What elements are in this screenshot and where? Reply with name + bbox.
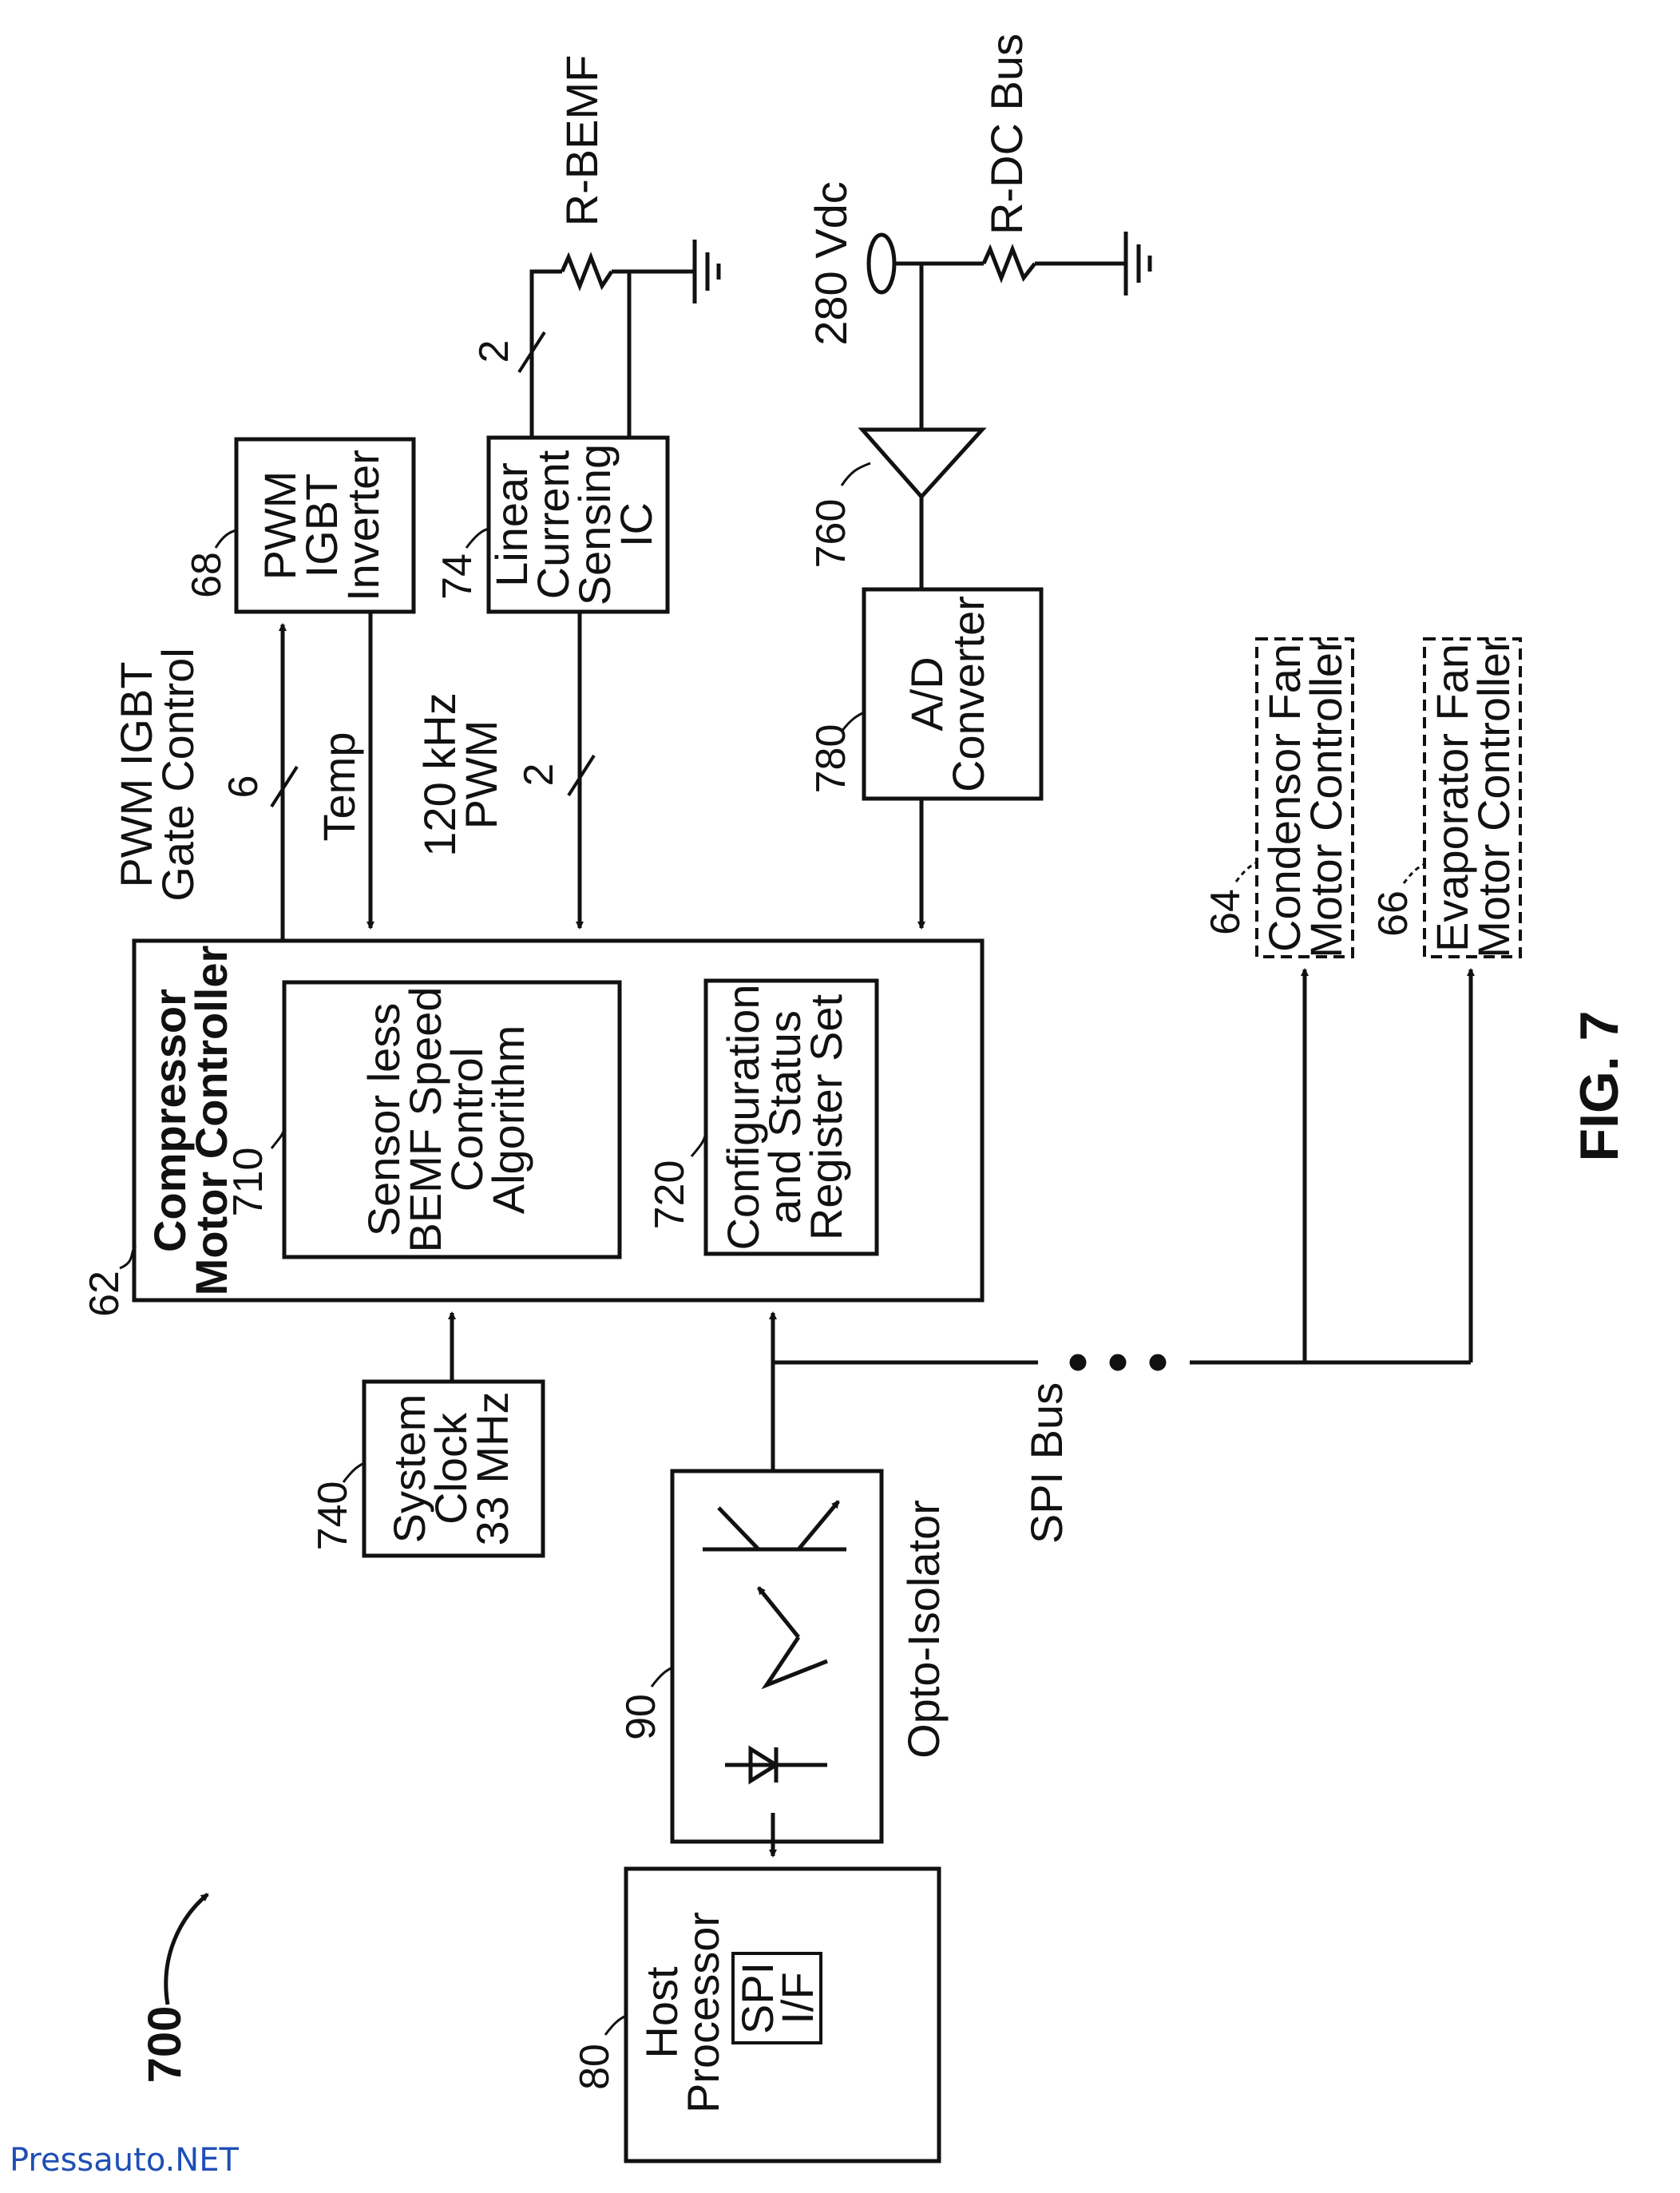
rbemf-label: R-BEMF bbox=[557, 55, 607, 227]
pwm-inverter-line1: PWM bbox=[255, 471, 305, 581]
sense-bus-slash bbox=[517, 331, 546, 374]
compressor-controller-block bbox=[132, 938, 985, 1303]
leader-740 bbox=[342, 1461, 365, 1483]
gate-count: 6 bbox=[220, 775, 267, 799]
rbemf-left-wire bbox=[529, 269, 562, 438]
condensor-line2: Motor Controller bbox=[1301, 637, 1351, 958]
current-line3: Sensing bbox=[569, 444, 620, 605]
sensorless-line4: Algorithm bbox=[483, 1025, 533, 1215]
ref-740: 740 bbox=[310, 1481, 356, 1551]
leader-68 bbox=[214, 529, 237, 549]
temp-label: Temp bbox=[314, 732, 364, 842]
current-line4: IC bbox=[611, 502, 661, 547]
vdc-label: 280 Vdc bbox=[806, 181, 856, 346]
figure-number: FIG. 7 bbox=[1569, 1011, 1630, 1162]
ref-710: 710 bbox=[225, 1148, 271, 1217]
leader-64 bbox=[1234, 861, 1258, 882]
spi-if-block bbox=[731, 1952, 822, 2044]
leader-90 bbox=[650, 1666, 673, 1687]
gate-control-line2: Gate Control bbox=[153, 648, 203, 902]
rdc-resistor bbox=[981, 244, 1036, 284]
pwm-freq-line1: 120 kHz bbox=[414, 692, 465, 856]
ad-converter-block bbox=[862, 587, 1044, 801]
clock-line1: System bbox=[384, 1394, 434, 1544]
watermark-text: Pressauto.NET bbox=[10, 2142, 239, 2179]
clock-line3: 33 MHz bbox=[467, 1392, 517, 1546]
light-zigzag bbox=[761, 1636, 828, 1690]
leader-720 bbox=[690, 1132, 707, 1157]
spi-if-line2: I/F bbox=[772, 1972, 822, 2024]
leader-62 bbox=[119, 1244, 137, 1270]
ref-700: 700 bbox=[139, 2006, 191, 2084]
sensorless-line3: Control bbox=[442, 1048, 492, 1192]
sensorless-line2: BEMF Speed bbox=[400, 986, 450, 1252]
ref-720: 720 bbox=[647, 1160, 693, 1230]
ref-66: 66 bbox=[1370, 890, 1417, 937]
ref-64: 64 bbox=[1203, 889, 1249, 935]
ad-line1: A/D bbox=[901, 656, 952, 731]
leader-710 bbox=[270, 1125, 286, 1149]
condensor-fan-block bbox=[1255, 637, 1354, 958]
ad-line2: Converter bbox=[943, 596, 993, 792]
rbemf-resistor bbox=[560, 252, 614, 291]
pwm-inverter-line2: IGBT bbox=[296, 474, 347, 578]
spi-dot-1 bbox=[1069, 1354, 1087, 1371]
config-line1: Configuration bbox=[718, 984, 768, 1250]
ref-74: 74 bbox=[434, 553, 481, 600]
leader-74 bbox=[465, 527, 489, 549]
ref-80: 80 bbox=[572, 2044, 618, 2090]
light-arrow bbox=[757, 1586, 800, 1639]
figure-700-arrow bbox=[164, 1893, 209, 2005]
gate-bus-slash bbox=[270, 765, 299, 808]
vdc-terminal bbox=[866, 232, 897, 295]
compressor-title-line1: Compressor bbox=[145, 989, 195, 1252]
condensor-line1: Condensor Fan bbox=[1259, 644, 1310, 952]
pwm-count: 2 bbox=[516, 763, 562, 787]
leader-780 bbox=[840, 711, 865, 732]
host-line1: Host bbox=[636, 1966, 687, 2059]
ref-780: 780 bbox=[808, 724, 854, 794]
spi-bus-label: SPI Bus bbox=[1021, 1382, 1072, 1544]
evaporator-line2: Motor Controller bbox=[1468, 637, 1519, 958]
evaporator-fan-block bbox=[1423, 637, 1522, 958]
transistor-emitter bbox=[797, 1500, 840, 1551]
sensorless-line1: Sensor less bbox=[359, 1003, 409, 1237]
config-line2: and Status bbox=[759, 1010, 810, 1224]
rdc-bus-label: R-DC Bus bbox=[981, 34, 1032, 235]
current-line1: Linear bbox=[486, 462, 537, 587]
config-register-block bbox=[703, 978, 879, 1256]
host-line2: Processor bbox=[678, 1912, 728, 2113]
pwm-inverter-block bbox=[234, 437, 416, 614]
ref-90: 90 bbox=[618, 1694, 664, 1740]
amplifier-triangle bbox=[858, 427, 987, 500]
current-line2: Current bbox=[528, 450, 578, 599]
sense-count: 2 bbox=[471, 340, 517, 363]
transistor-collector bbox=[717, 1506, 760, 1551]
diode-triangle bbox=[748, 1745, 780, 1785]
host-processor-block bbox=[624, 1866, 941, 2163]
sensorless-algorithm-block bbox=[282, 980, 622, 1259]
gate-control-line1: PWM IGBT bbox=[111, 661, 161, 887]
pwm-bus-slash bbox=[567, 754, 596, 797]
opto-isolator-block bbox=[670, 1469, 884, 1844]
config-line3: Register Set bbox=[801, 993, 851, 1240]
ref-760: 760 bbox=[808, 499, 854, 569]
opto-label: Opto-Isolator bbox=[898, 1500, 949, 1759]
ref-68: 68 bbox=[184, 552, 230, 598]
pwm-inverter-line3: Inverter bbox=[338, 450, 388, 601]
evaporator-line1: Evaporator Fan bbox=[1427, 644, 1477, 952]
spi-dot-3 bbox=[1149, 1354, 1167, 1371]
ref-62: 62 bbox=[81, 1271, 128, 1317]
pwm-freq-line2: PWM bbox=[456, 720, 506, 830]
leader-66 bbox=[1402, 863, 1425, 884]
clock-line2: Clock bbox=[426, 1412, 476, 1525]
leader-760 bbox=[840, 462, 871, 486]
spi-if-line1: SPI bbox=[732, 1962, 783, 2034]
compressor-title-line2: Motor Controller bbox=[186, 946, 236, 1296]
spi-dot-2 bbox=[1109, 1354, 1127, 1371]
leader-80 bbox=[604, 2014, 627, 2036]
